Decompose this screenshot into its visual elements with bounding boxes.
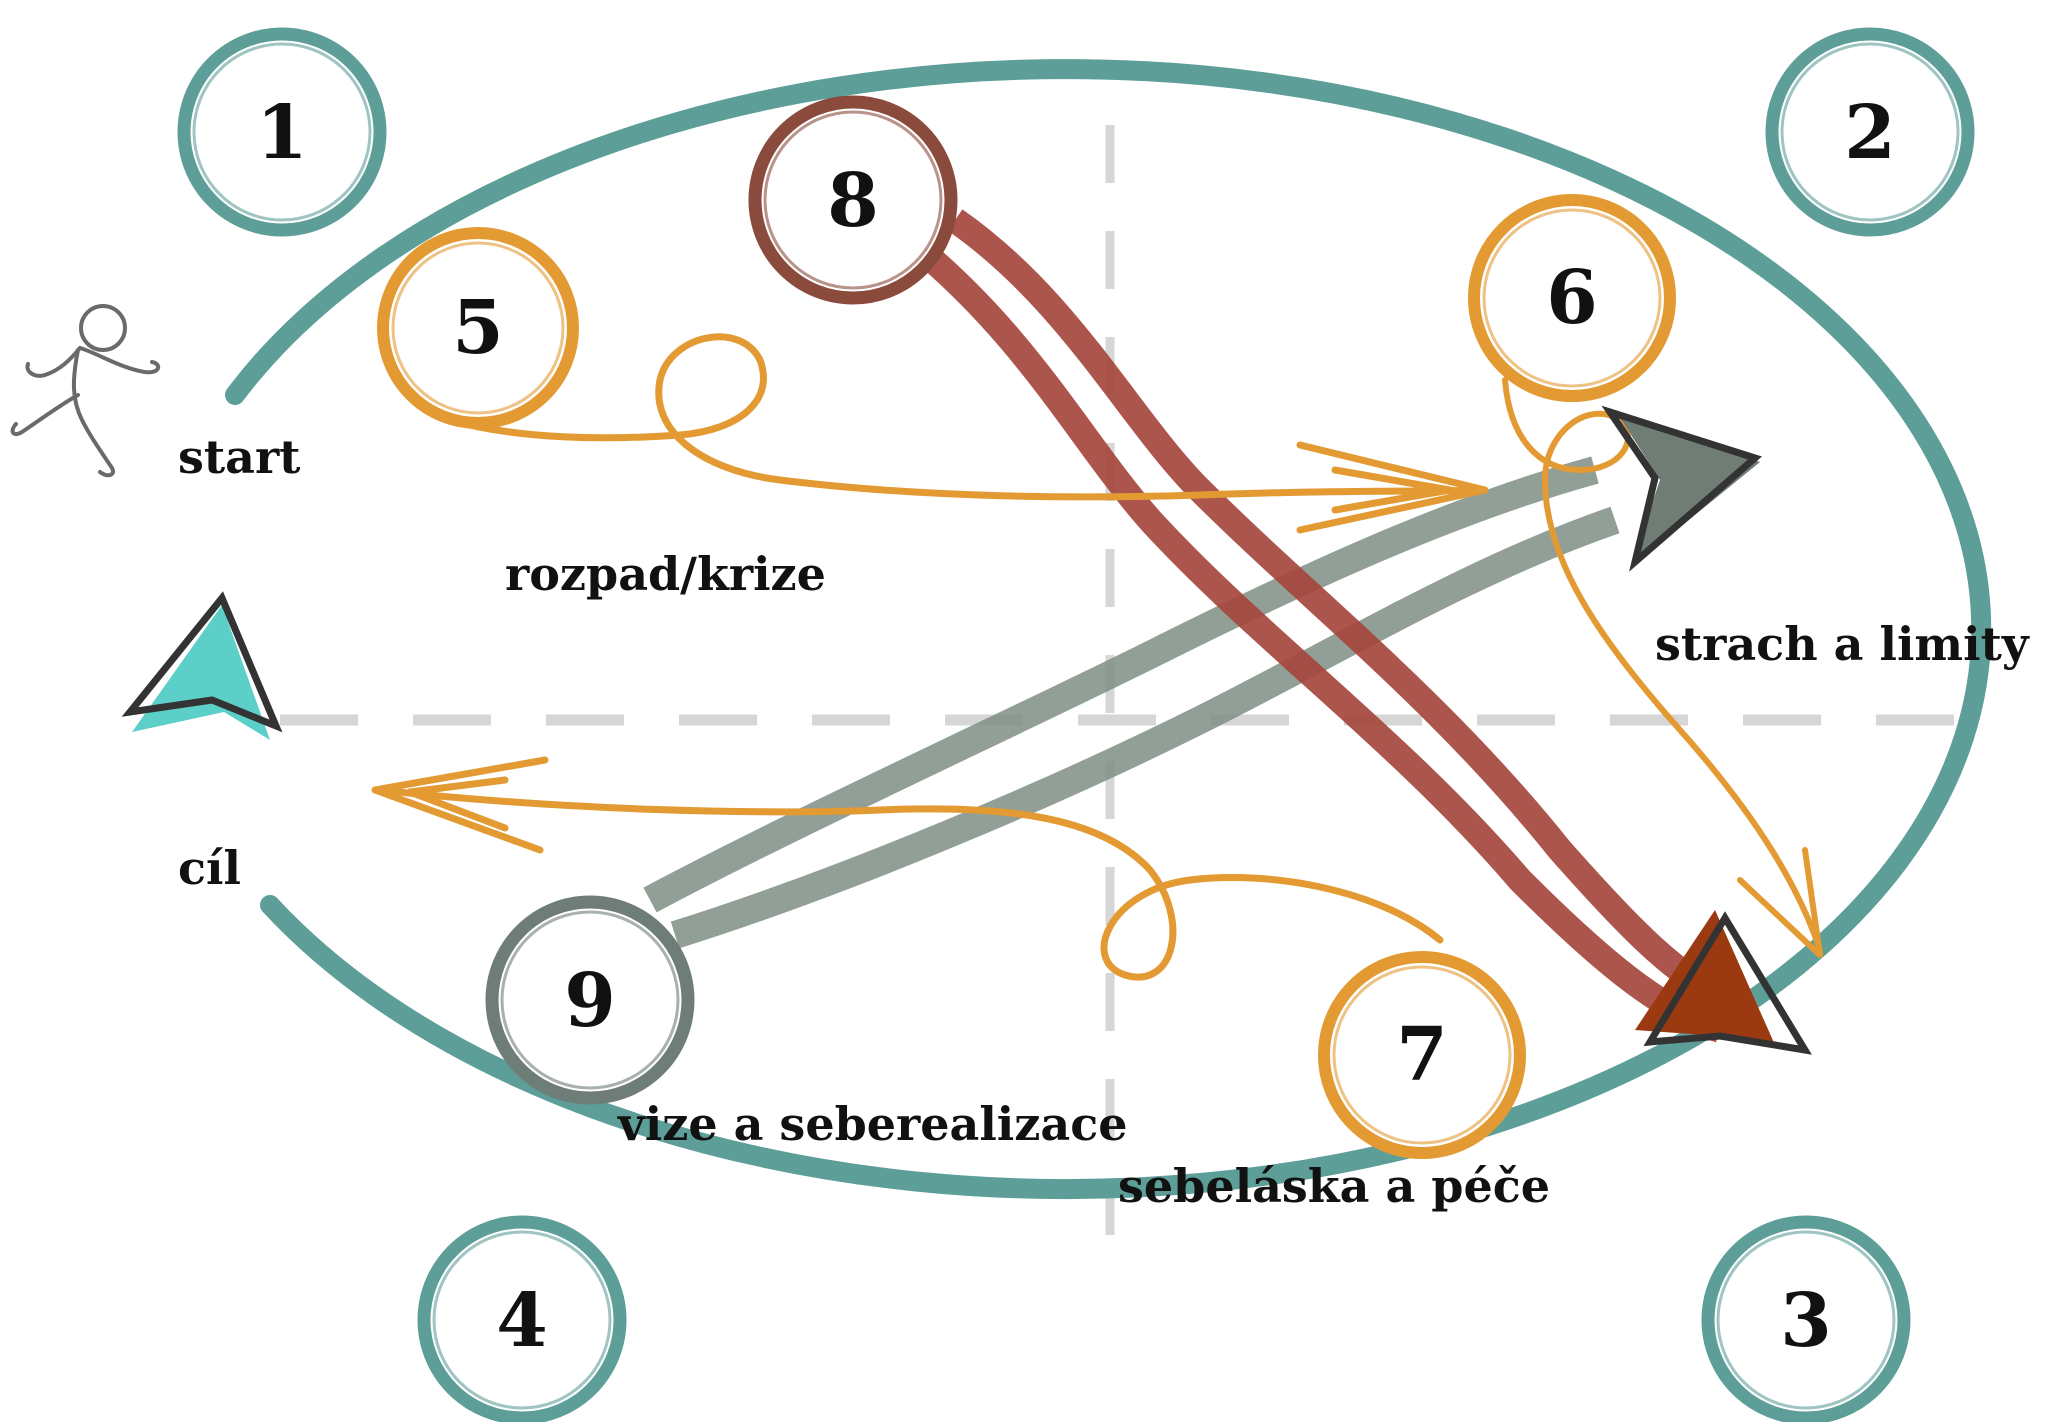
corner-ring-3: 3 [1701, 1215, 1911, 1425]
node-ring-9: 9 [485, 895, 695, 1105]
corner-ring-1: 1 [177, 27, 387, 237]
gray-arrowhead-icon [1601, 405, 1763, 572]
corner-number-3: 3 [1780, 1278, 1832, 1364]
label-vision: vize a seberealizace [617, 1097, 1127, 1151]
node-number-9: 9 [564, 958, 616, 1044]
limits-path [1502, 377, 1823, 958]
node-number-6: 6 [1546, 255, 1598, 341]
crisis-path [446, 333, 1489, 534]
label-fear: strach a limity [1655, 617, 2030, 671]
label-start: start [178, 430, 301, 484]
corner-number-4: 4 [496, 1278, 548, 1364]
label-goal: cíl [178, 841, 241, 895]
label-crisis: rozpad/krize [505, 547, 826, 601]
node-number-7: 7 [1396, 1012, 1448, 1098]
node-ring-6: 6 [1468, 194, 1676, 402]
node-ring-7: 7 [1318, 951, 1526, 1159]
rust-arrowhead-icon [1635, 910, 1812, 1055]
node-ring-8: 8 [748, 95, 958, 305]
node-number-5: 5 [452, 285, 504, 371]
vision-track [643, 456, 1620, 949]
journey-ellipse [225, 59, 1992, 1200]
node-number-8: 8 [827, 158, 879, 244]
fear-track [906, 209, 1744, 1043]
corner-ring-2: 2 [1765, 27, 1975, 237]
selflove-path [371, 756, 1444, 981]
cyan-arrowhead-icon [121, 591, 283, 740]
corner-ring-4: 4 [417, 1215, 627, 1425]
running-person-icon [10, 304, 161, 478]
node-ring-5: 5 [377, 227, 579, 429]
corner-number-1: 1 [256, 90, 308, 176]
corner-number-2: 2 [1844, 90, 1896, 176]
label-selflove: sebeláska a péče [1118, 1159, 1550, 1213]
